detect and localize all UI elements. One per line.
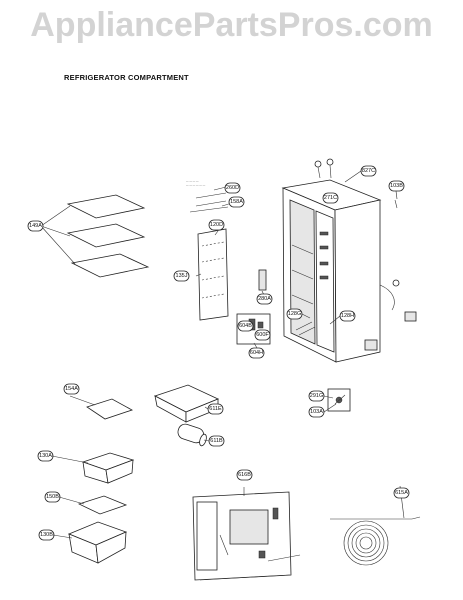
callout-271C[interactable]: 271C [322,192,339,204]
freezer-interior [289,199,316,345]
callout-130A[interactable]: 130A [37,450,54,462]
glass-shelf-top[interactable] [66,194,146,219]
crisper-drawer-lower [67,521,128,564]
lamp-bulb[interactable] [257,321,264,329]
light-cover[interactable] [258,269,267,291]
connector-a [272,507,279,520]
connector-b [258,550,266,559]
callout-128G[interactable]: 128G [286,308,303,320]
label-135J: 135J [176,273,188,279]
annotation-note: — — — — [186,180,199,183]
label-150B: 150B [46,494,59,500]
deli-drawer [153,384,220,423]
label-103A: 103A [310,409,323,415]
cord-plug[interactable] [404,311,417,322]
cabinet-side [334,199,381,363]
callout-604B[interactable]: 604B [237,320,254,332]
leader-lines [51,170,398,539]
hinge-cap-left[interactable] [314,160,322,168]
vent-slot-3 [319,261,329,266]
label-128H: 128H [341,313,354,319]
rear-panel[interactable] [197,228,229,321]
callout-150B[interactable]: 150B [44,491,61,503]
callout-600F[interactable]: 600F [254,329,271,341]
label-600F: 600F [256,332,269,338]
control-board-assembly [192,487,301,581]
power-cord [379,284,395,311]
label-611E: 611E [209,406,222,412]
vent-slot-1 [319,231,329,236]
callout-128H[interactable]: 128H [339,310,356,322]
crisper-drawer-upper [81,452,135,484]
glass-shelf-middle[interactable] [66,223,146,248]
shelf-rail-parts: — — — — — — — — — — [186,180,233,213]
callout-260D[interactable]: 260D [224,182,241,194]
label-291G: 291G [310,393,323,399]
label-604B: 604B [239,323,252,329]
damper-parts [327,388,351,412]
label-103B: 103B [390,183,403,189]
callout-103B[interactable]: 103B [388,180,405,192]
crisper-upper-side [105,459,134,484]
label-149A: 149A [29,223,42,229]
section-title: REFRIGERATOR COMPARTMENT [64,73,189,82]
callout-149A[interactable]: 149A [27,220,44,232]
label-827C: 827C [362,168,375,174]
watermark: AppliancePartsPros.com [30,6,433,44]
crisper-lower-side [95,531,127,564]
callout-616B[interactable]: 616B [236,469,253,481]
glass-shelf-bottom[interactable] [70,253,150,278]
callout-291G[interactable]: 291G [308,390,325,402]
label-158A: 158A [230,199,243,205]
label-616B: 616B [238,472,251,478]
label-611B: 611B [210,438,223,444]
callout-135J[interactable]: 135J [173,270,190,282]
rear-panel-group [195,228,229,321]
pcb-module[interactable] [229,509,269,545]
label-260D: 260D [226,185,239,191]
label-604H: 604H [250,350,263,356]
callout-611B[interactable]: 611B [208,435,225,447]
hinge-cap-right[interactable] [326,158,334,166]
callout-154A[interactable]: 154A [63,383,80,395]
callout-158A[interactable]: 158A [228,196,245,208]
callout-611E[interactable]: 611E [207,403,224,415]
label-154A: 154A [65,386,78,392]
label-280A: 280A [258,296,271,302]
label-128G: 128G [288,311,301,317]
cover-cylinder [177,423,207,447]
callout-120D[interactable]: 120D [208,219,225,231]
callout-604H[interactable]: 604H [248,347,265,359]
callout-615A[interactable]: 615A [393,487,410,499]
callout-130B[interactable]: 130B [38,529,55,541]
callouts: 149A 260D 158A 120D 135J 280A 604B 600F [27,165,410,541]
callout-280A[interactable]: 280A [256,293,273,305]
label-120D: 120D [210,222,223,228]
label-615A: 615A [395,490,408,496]
vent-slot-4 [319,275,329,280]
board-side-panel [196,501,218,571]
compressor-cover [364,339,378,351]
crisper-cover-lower[interactable] [77,495,128,515]
annotation-note-2: — — — — — — [186,184,206,187]
label-271C: 271C [324,195,337,201]
vent-slot-2 [319,245,329,250]
callout-103A[interactable]: 103A [308,406,325,418]
heater-coil [330,485,421,566]
crisper-cover-glass[interactable] [86,398,133,420]
callout-827C[interactable]: 827C [360,165,377,177]
cord-clamp[interactable] [392,279,400,287]
label-130A: 130A [39,453,52,459]
glass-shelves-group [40,194,150,278]
label-130B: 130B [40,532,53,538]
